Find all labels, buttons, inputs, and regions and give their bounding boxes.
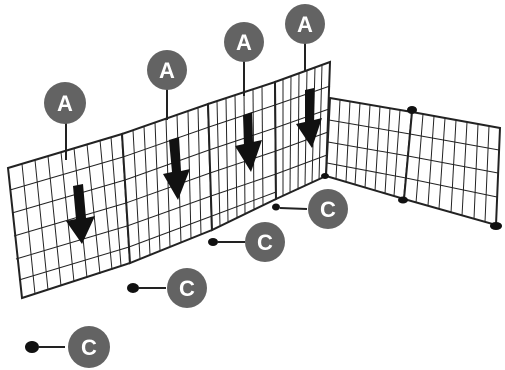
clip-icon: [25, 341, 39, 353]
clip-callouts: C C C C: [25, 189, 348, 368]
clip-icon: [127, 283, 139, 293]
badge-a-circle: [44, 82, 86, 124]
panel-callout-4: A: [285, 4, 325, 71]
badge-a-label: A: [297, 12, 313, 37]
connector-clip-icon: [490, 222, 502, 230]
panel-1: [6, 132, 132, 300]
panel-callout-2: A: [147, 50, 187, 120]
clip-callout-1: C: [25, 326, 110, 368]
badge-a-label: A: [57, 91, 73, 116]
badge-c-label: C: [179, 276, 195, 301]
connector-clip-icon: [398, 196, 408, 204]
badge-c-circle: [167, 268, 207, 308]
down-arrow-icon: [163, 137, 190, 200]
badge-c-label: C: [81, 335, 97, 360]
badge-c-circle: [245, 222, 285, 262]
badge-a-circle: [285, 4, 325, 44]
connector-clip-icon: [321, 173, 329, 179]
connector-clip-icon: [407, 106, 417, 114]
down-arrow-icon: [296, 88, 322, 148]
panel-2: [120, 102, 214, 265]
panel-callouts: A A A A: [44, 4, 325, 160]
badge-c-label: C: [320, 197, 336, 222]
clip-callout-2: C: [127, 268, 207, 308]
badge-c-label: C: [257, 230, 273, 255]
assembled-panel-right: [402, 110, 502, 227]
clip-callout-3: C: [208, 222, 285, 262]
badge-c-circle: [68, 326, 110, 368]
down-arrow-icon: [66, 184, 95, 244]
badge-a-label: A: [236, 30, 252, 55]
badge-c-circle: [308, 189, 348, 229]
badge-a-label: A: [159, 58, 175, 83]
panel-callout-1: A: [44, 82, 86, 160]
insert-arrows: [66, 88, 322, 244]
down-arrow-icon: [235, 112, 262, 172]
panel-callout-3: A: [224, 22, 264, 96]
badge-a-circle: [224, 22, 264, 62]
clip-icon: [208, 238, 218, 246]
clip-callout-4: C: [272, 189, 348, 229]
assembled-connectors: [321, 106, 502, 230]
assembled-panel-left: [324, 96, 414, 201]
badge-a-circle: [147, 50, 187, 90]
clip-icon: [272, 203, 280, 211]
